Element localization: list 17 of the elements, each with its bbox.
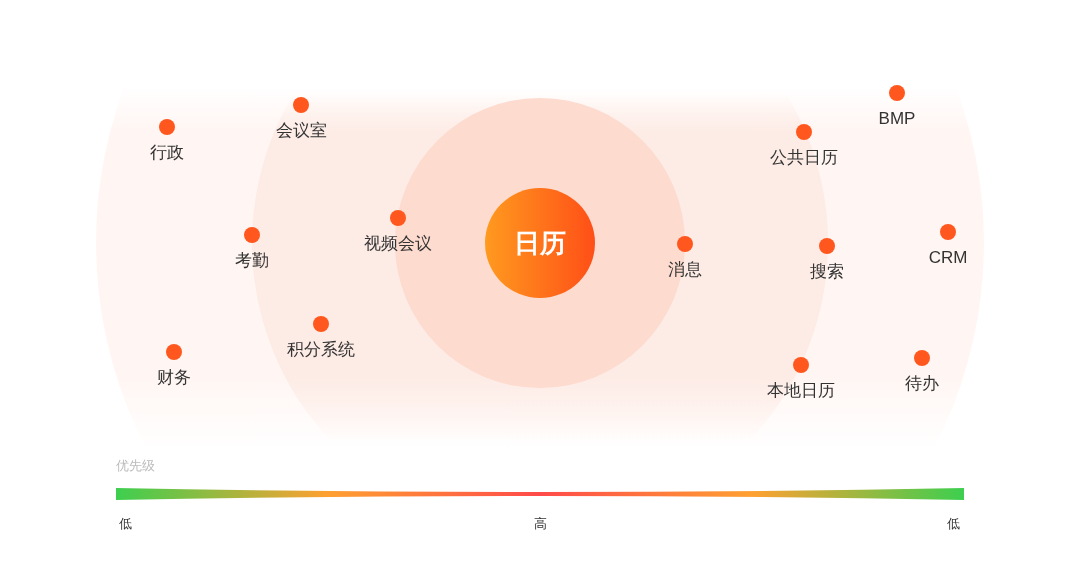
- item-label: 考勤: [235, 251, 269, 271]
- axis-title: 优先级: [116, 458, 155, 474]
- item-label: 视频会议: [364, 234, 432, 254]
- item-label: 财务: [157, 368, 191, 388]
- item-label: 搜索: [810, 262, 844, 282]
- scale-label: 高: [533, 516, 547, 532]
- item-label: CRM: [928, 248, 968, 268]
- item-label: 行政: [150, 143, 184, 163]
- scale-label: 低: [118, 516, 132, 532]
- item-label: 会议室: [275, 121, 327, 141]
- scale-label: 低: [946, 516, 960, 532]
- item-label: 公共日历: [770, 148, 838, 168]
- item-label: BMP: [878, 109, 916, 129]
- item-label: 消息: [668, 260, 702, 280]
- item-label: 待办: [905, 374, 939, 394]
- item-label: 积分系统: [287, 340, 355, 360]
- item-label: 本地日历: [767, 381, 835, 401]
